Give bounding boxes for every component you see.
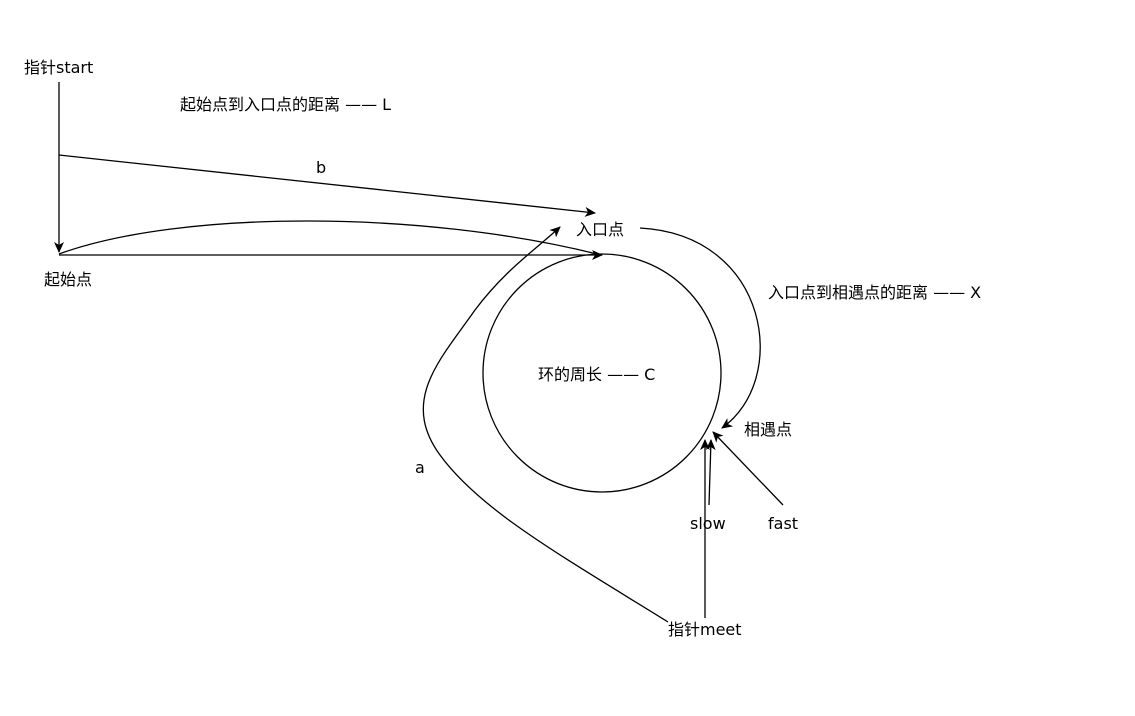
pointer-start-label: 指针start xyxy=(24,58,93,77)
a-label: a xyxy=(415,458,425,477)
b-label: b xyxy=(316,158,326,177)
entry-point-label: 入口点 xyxy=(576,220,624,239)
slow-label: slow xyxy=(690,514,726,533)
distance-l-label: 起始点到入口点的距离 —— L xyxy=(180,95,391,114)
distance-x-label: 入口点到相遇点的距离 —— X xyxy=(768,283,981,302)
fast-arrow xyxy=(712,431,784,506)
start-point-label: 起始点 xyxy=(44,270,92,289)
meet-point-label: 相遇点 xyxy=(744,420,792,439)
meet-to-entry-curve-a xyxy=(422,226,669,623)
entry-to-meet-curve xyxy=(639,227,761,429)
slow-arrow xyxy=(705,439,716,506)
start-to-entry-curve xyxy=(58,220,598,255)
pointer-meet-label: 指针meet xyxy=(668,620,742,639)
fast-label: fast xyxy=(768,514,798,533)
cycle-length-label: 环的周长 —— C xyxy=(538,365,655,384)
b-arrow xyxy=(58,154,596,217)
